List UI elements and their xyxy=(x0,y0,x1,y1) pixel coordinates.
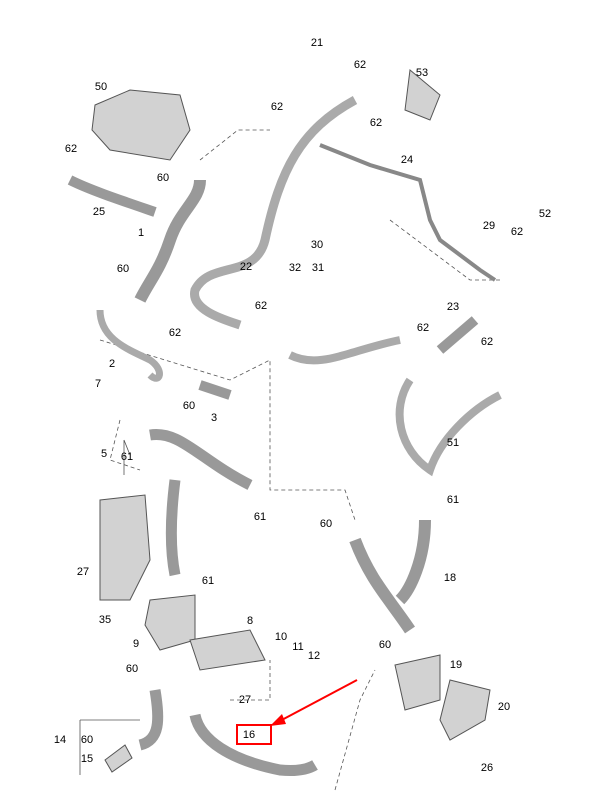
part-number-label: 62 xyxy=(369,117,383,129)
leader-lines xyxy=(99,129,500,791)
part-number-label: 60 xyxy=(116,263,130,275)
part-number-label: 62 xyxy=(168,327,182,339)
hose-1 xyxy=(134,179,206,303)
part-number-label: 35 xyxy=(98,614,112,626)
part-number-label: 19 xyxy=(449,659,463,671)
pipe-51 xyxy=(395,377,502,477)
part-number-label: 32 xyxy=(288,262,302,274)
part-number-label: 61 xyxy=(253,511,267,523)
part-number-label: 30 xyxy=(310,239,324,251)
part-number-label: 14 xyxy=(53,734,67,746)
part-number-label: 62 xyxy=(480,336,494,348)
hose-23 xyxy=(436,316,479,354)
part-number-label: 60 xyxy=(80,734,94,746)
part-number-label: 50 xyxy=(94,81,108,93)
part-number-label: 27 xyxy=(238,694,252,706)
part-number-label: 60 xyxy=(156,172,170,184)
part-number-label: 9 xyxy=(132,638,140,650)
part-number-label: 12 xyxy=(307,650,321,662)
valve-9 xyxy=(144,594,196,651)
part-number-label: 23 xyxy=(446,301,460,313)
hose-25 xyxy=(67,175,157,217)
hose-16 xyxy=(189,713,318,776)
part-number-label: 61 xyxy=(446,494,460,506)
part-number-label: 5 xyxy=(100,448,108,460)
parts xyxy=(67,69,502,776)
part-number-label: 3 xyxy=(210,412,218,424)
part-number-label: 61 xyxy=(201,575,215,587)
part-number-label: 60 xyxy=(125,663,139,675)
bracket-35 xyxy=(99,494,151,601)
part-number-label: 2 xyxy=(108,358,116,370)
part-number-label: 21 xyxy=(310,37,324,49)
part-number-label: 62 xyxy=(64,143,78,155)
connector-15 xyxy=(104,744,133,773)
part-number-label: 60 xyxy=(319,518,333,530)
expansion-tank-50 xyxy=(91,89,191,161)
part-number-label: 29 xyxy=(482,220,496,232)
hose-5b xyxy=(165,479,181,577)
part-number-label: 62 xyxy=(510,226,524,238)
part-number-label: 31 xyxy=(311,262,325,274)
part-number-label: 52 xyxy=(538,208,552,220)
part-number-label: 26 xyxy=(480,762,494,774)
part-number-label: 15 xyxy=(80,753,94,765)
part-number-label: 7 xyxy=(94,378,102,390)
part-number-label: 62 xyxy=(270,101,284,113)
part-number-label: 60 xyxy=(182,400,196,412)
bracket-20 xyxy=(439,679,491,741)
highlight-arrow xyxy=(270,679,358,726)
part-number-label: 62 xyxy=(416,322,430,334)
pipe-30 xyxy=(288,336,401,365)
part-number-label: 25 xyxy=(92,206,106,218)
hose-18 xyxy=(349,519,431,634)
part-number-label: 24 xyxy=(400,154,414,166)
part-number-label: 60 xyxy=(378,639,392,651)
pipe-24 xyxy=(319,143,497,282)
bracket-8 xyxy=(189,629,266,671)
part-number-label: 20 xyxy=(497,701,511,713)
part-number-label: 10 xyxy=(274,631,288,643)
part-number-label: 1 xyxy=(137,227,145,239)
part-number-label: 62 xyxy=(353,59,367,71)
part-number-label: 22 xyxy=(239,261,253,273)
label-leaders xyxy=(79,439,140,775)
part-number-label: 53 xyxy=(415,67,429,79)
highlight-box-part-16 xyxy=(236,724,272,745)
part-number-label: 61 xyxy=(120,451,134,463)
hose-14 xyxy=(138,689,164,751)
part-number-label: 8 xyxy=(246,615,254,627)
valve-53 xyxy=(404,69,441,121)
part-number-label: 18 xyxy=(443,572,457,584)
part-number-label: 11 xyxy=(292,641,304,653)
part-number-label: 62 xyxy=(254,300,268,312)
part-number-label: 27 xyxy=(76,566,90,578)
pipe-22 xyxy=(190,96,358,330)
pump-19 xyxy=(394,654,441,711)
part-number-label: 51 xyxy=(446,437,460,449)
part-number-label: 16 xyxy=(242,729,256,741)
pipe-2 xyxy=(96,309,163,382)
hose-3 xyxy=(198,380,232,400)
hose-5a xyxy=(149,428,253,490)
